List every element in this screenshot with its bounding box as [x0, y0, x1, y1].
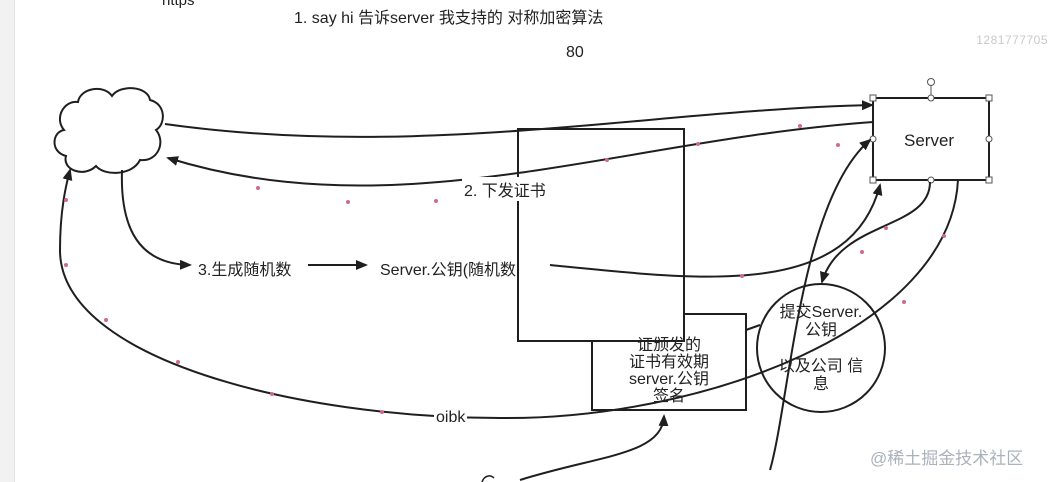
pubkey-label[interactable]: Server.公钥(随机数: [380, 262, 516, 279]
cut-heading: https: [162, 0, 195, 9]
port-label: 80: [566, 44, 584, 61]
server-box[interactable]: [869, 78, 993, 184]
circle-text: 提交Server. 公钥 以及公司 信 息: [778, 304, 864, 393]
connector-oibk-loop[interactable]: [58, 168, 959, 420]
watermark-id: 1281777705: [976, 33, 1048, 47]
connector-circle-to-server[interactable]: [769, 138, 872, 471]
watermark-juejin: @稀土掘金技术社区: [870, 449, 1024, 468]
step1-label: 1. say hi 告诉server 我支持的 对称加密算法: [294, 10, 604, 27]
connector-hello[interactable]: [164, 100, 874, 138]
connector-cert-to-circle[interactable]: [745, 324, 761, 331]
connector-server-to-circle[interactable]: [820, 181, 931, 284]
ca-circle[interactable]: [756, 283, 886, 413]
connector-send-cert[interactable]: [166, 121, 874, 187]
connector-gen-random[interactable]: [120, 169, 192, 270]
step2-label[interactable]: 2. 下发证书: [462, 177, 548, 201]
tall-rectangle[interactable]: [517, 128, 685, 342]
partial-icon: [481, 475, 495, 482]
server-label: Server: [904, 131, 955, 150]
connector-to-cert[interactable]: [519, 414, 669, 481]
step3-label[interactable]: 3.生成随机数: [198, 262, 292, 279]
waypoint-dots: [64, 124, 946, 414]
oibk-label[interactable]: oibk: [434, 409, 468, 427]
left-panel-strip: [0, 0, 15, 482]
cloud-icon[interactable]: [53, 87, 164, 174]
certificate-text: 证颁发的 证书有效期 server.公钥 签名: [628, 337, 710, 405]
connector-pubkey-to-server[interactable]: [549, 183, 883, 278]
